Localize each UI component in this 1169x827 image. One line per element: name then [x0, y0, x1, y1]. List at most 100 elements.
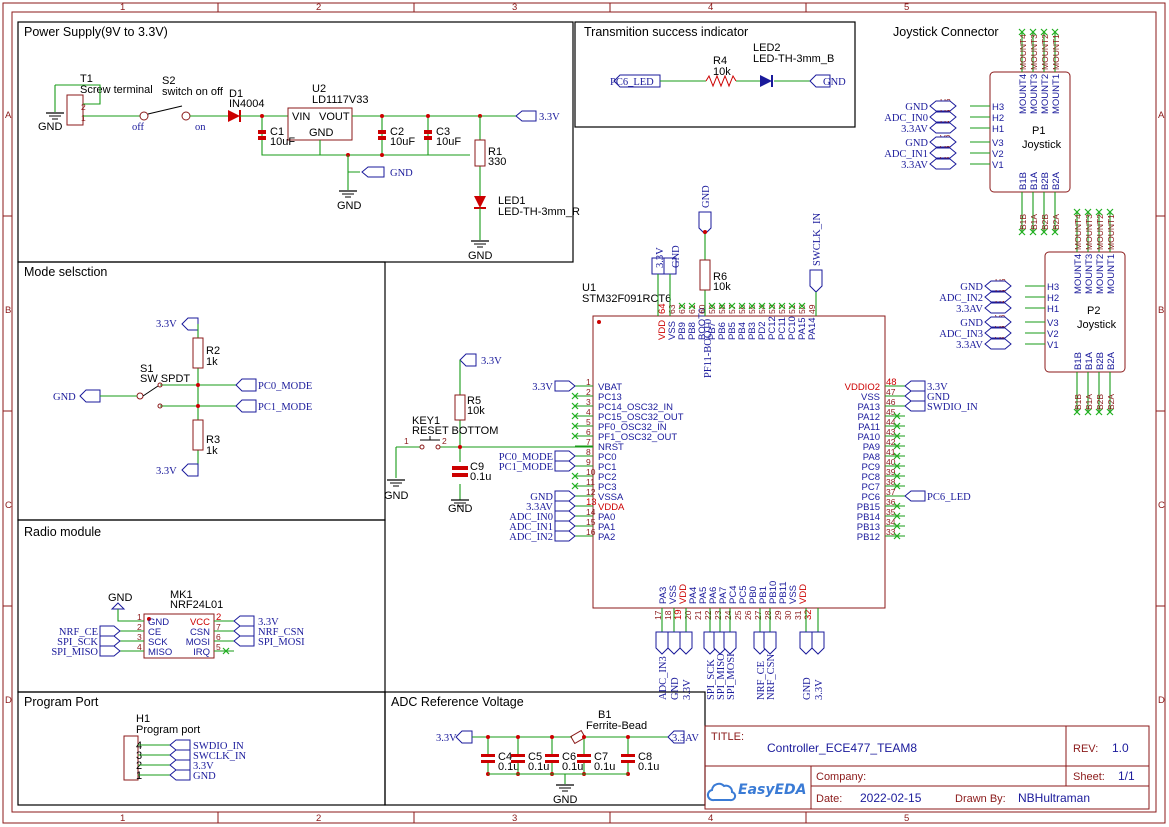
p1-body — [989, 71, 1071, 193]
mcu-top-pin-num: 60 — [697, 304, 707, 314]
c9-value: 0.1u — [470, 471, 491, 483]
gnd-net-flag: GND — [823, 77, 846, 88]
power-supply-circuit: T1 Screw terminal 2 1 GND S2 switch on o… — [38, 73, 580, 262]
p2-value: Joystick — [1077, 319, 1117, 331]
mcu-bottom-pin-num: 25 — [733, 610, 743, 620]
radio-circuit: MK1 NRF24L01 GND1CE2NRF_CESCK3SPI_SCKMIS… — [51, 589, 305, 659]
mcu-right-pin-PA11: PA11 — [858, 422, 880, 433]
mcu-bottom-pin-num: 21 — [693, 610, 703, 620]
p1-bottom-label: B1B — [1018, 172, 1029, 190]
p1-mount-label: MOUNT3 — [1029, 74, 1040, 114]
p2-bottom-label: B2A — [1106, 351, 1117, 370]
u2-vin: VIN — [292, 111, 310, 123]
junction — [516, 735, 520, 739]
v33-net-flag: 3.3V — [156, 466, 177, 477]
mcu-right-pin-num: 37 — [886, 487, 896, 497]
mcu-left-pin-num: 10 — [586, 467, 596, 477]
no-connect-mark — [1073, 208, 1081, 216]
mcu-right-pin-PB15: PB15 — [857, 502, 880, 513]
p2-net: ADC_IN3 — [939, 329, 983, 340]
p1-mount-num: MOUNT4 — [1018, 34, 1028, 70]
p1-bottom-num: B1B — [1018, 214, 1028, 230]
b1-ferrite — [570, 729, 586, 745]
section-title-power: Power Supply(9V to 3.3V) — [24, 25, 168, 39]
cap-plate — [545, 760, 559, 763]
mcu-bottom-net: ADC_IN3 — [658, 656, 669, 700]
p1-net: GND — [905, 138, 928, 149]
mk1-right-pin-num: 6 — [216, 632, 221, 642]
h1-net: SWCLK_IN — [193, 751, 246, 762]
net-flag — [811, 631, 825, 655]
p1-mount-num: MOUNT1 — [1051, 34, 1061, 70]
no-connect-mark — [1106, 408, 1114, 416]
adc-cap-value: 0.1u — [528, 761, 549, 773]
v33-net-flag: 3.3V — [539, 112, 560, 123]
mcu-bottom-pin-PA5: PA5 — [698, 587, 709, 604]
p1-bottom-num: B1A — [1029, 214, 1039, 230]
u2-ref: U2 — [312, 83, 326, 95]
mcu-right-pin-PB14: PB14 — [857, 512, 880, 523]
no-connect-mark — [571, 392, 579, 400]
col-marker-top: 4 — [708, 2, 713, 13]
p2-mount-label: MOUNT4 — [1073, 254, 1084, 294]
mcu-top-pin-num: 50 — [797, 304, 807, 314]
no-connect-mark — [678, 302, 686, 310]
cap-plate — [577, 760, 591, 763]
mcu-bottom-net: GND — [802, 677, 813, 700]
adc-cap-ref: C7 — [594, 751, 608, 763]
no-connect-mark — [758, 302, 766, 310]
net-flag — [169, 759, 191, 771]
col-marker-bottom: 2 — [316, 813, 321, 824]
p1-bottom-num: B2A — [1051, 214, 1061, 230]
mcu-left-pin-PC14_OSC32_IN: PC14_OSC32_IN — [598, 402, 673, 413]
mcu-left-net: ADC_IN0 — [509, 512, 553, 523]
rev-value: 1.0 — [1112, 741, 1129, 755]
radio-gnd: GND — [108, 592, 133, 604]
mcu-left-pin-num: 2 — [586, 387, 591, 397]
p2-bottom-num: B1B — [1073, 394, 1083, 410]
v33-net-flag: 3.3V — [156, 319, 177, 330]
net-flag — [655, 631, 669, 655]
mk1-right-pin-MOSI: MOSI — [186, 637, 210, 648]
mcu-bottom-pin-num: 18 — [663, 610, 673, 620]
mcu-top-pin-num: 64 — [657, 303, 668, 314]
mcu-right-pin-PC7: PC7 — [862, 482, 880, 493]
t1-pin2: 2 — [81, 102, 86, 112]
r2-ref: R2 — [206, 345, 220, 357]
net-flag — [799, 631, 813, 655]
mcu-left-pin-num: 4 — [586, 407, 591, 417]
no-connect-mark — [893, 482, 901, 490]
mcu-bottom-pin-num: 26 — [743, 610, 753, 620]
u1-value: STM32F091RCT6 — [582, 293, 671, 305]
no-connect-mark — [571, 472, 579, 480]
cap-plate — [511, 754, 525, 757]
p1-pin-V2: V2 — [992, 149, 1004, 160]
mcu-left-pin-PF0_OSC32_IN: PF0_OSC32_IN — [598, 422, 667, 433]
p1-pin-H2: H2 — [992, 113, 1004, 124]
mcu-top-pin-num: 63 — [667, 304, 677, 314]
mcu-left-net-flag — [554, 460, 576, 472]
adc-cap-ref: C5 — [528, 751, 542, 763]
swclk-in-flag: SWCLK_IN — [812, 213, 823, 266]
no-connect-mark — [1106, 208, 1114, 216]
mcu-top-pin-num: 56 — [737, 304, 747, 314]
mk1-right-net: NRF_CSN — [258, 627, 305, 638]
p1-pin-V1: V1 — [992, 160, 1004, 171]
net-flag — [169, 739, 191, 751]
p2-mount-num: MOUNT3 — [1084, 214, 1094, 250]
r3-value: 1k — [206, 445, 218, 457]
mcu-right-pin-num: 48 — [886, 377, 897, 388]
no-connect-mark — [1051, 28, 1059, 36]
no-connect-mark — [1095, 408, 1103, 416]
mcu-bottom-pin-num: 28 — [763, 610, 773, 620]
mcu-bottom-pin-PB0: PB0 — [748, 586, 759, 604]
p2-pin-V3: V3 — [1047, 318, 1059, 329]
mcu-right-pin-PA10: PA10 — [857, 432, 880, 443]
mcu-top-pin-PD2: PD2 — [757, 322, 768, 340]
mcu-left-pin-PA2: PA2 — [598, 532, 615, 543]
net-flag — [667, 631, 681, 655]
adc-cap-value: 0.1u — [594, 761, 615, 773]
no-connect-mark — [1029, 228, 1037, 236]
